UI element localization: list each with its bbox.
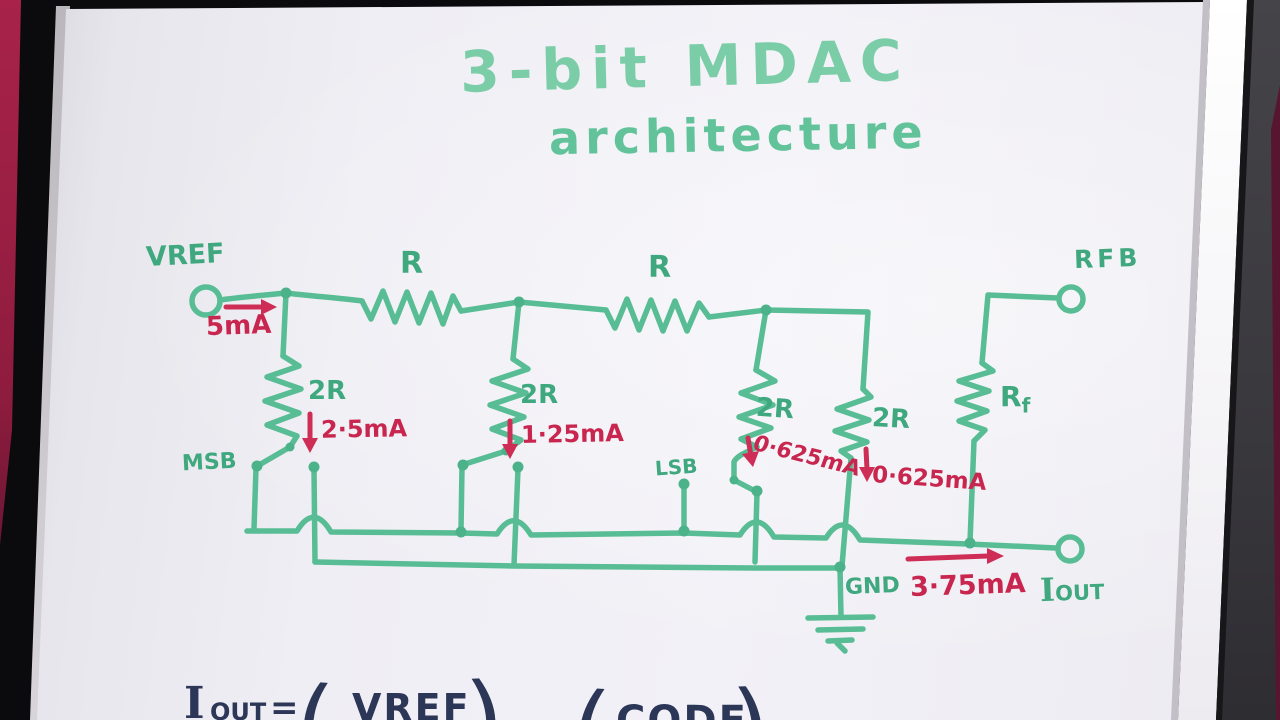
label-iout-i: I [1039, 570, 1056, 610]
label-lsb: LSB [654, 453, 699, 481]
label-rf: Rf [1000, 380, 1030, 418]
label-2r-terminator: 2R [871, 403, 911, 435]
current-bit2: 1·25mA [520, 419, 625, 449]
label-rf-main: R [1000, 380, 1022, 413]
equation-paren-close-2: ) [730, 669, 771, 720]
current-input: 5mA [205, 309, 272, 343]
equation-paren-open-2: ( [568, 671, 613, 720]
label-msb: MSB [181, 448, 238, 477]
current-msb: 2·5mA [320, 414, 408, 444]
equation-lhs: I [184, 678, 205, 720]
label-iout: IOUT [1039, 569, 1104, 609]
equation-equals: = [270, 688, 299, 720]
equation-lhs-sub: OUT [210, 698, 267, 720]
label-r2: R [648, 250, 672, 285]
label-iout-sub: OUT [1054, 579, 1105, 606]
equation-paren-open-1: ( [293, 665, 336, 720]
equation-numerator-1: VREF [352, 686, 471, 720]
equation-numerator-2: CODE [616, 698, 748, 720]
equation-paren-close-1: ) [463, 661, 507, 720]
page-title: 3-bit MDAC [459, 28, 912, 106]
label-2r-bit2: 2R [520, 380, 559, 410]
label-gnd: GND [844, 573, 901, 600]
label-r1: R [400, 246, 424, 281]
label-rfb: RFB [1073, 242, 1142, 275]
label-2r-lsb: 2R [755, 392, 796, 426]
label-vref: VREF [145, 237, 226, 274]
label-rf-sub: f [1021, 393, 1031, 418]
current-output: 3·75mA [909, 567, 1027, 604]
label-2r-msb: 2R [308, 376, 347, 406]
page-subtitle: architecture [548, 104, 929, 166]
